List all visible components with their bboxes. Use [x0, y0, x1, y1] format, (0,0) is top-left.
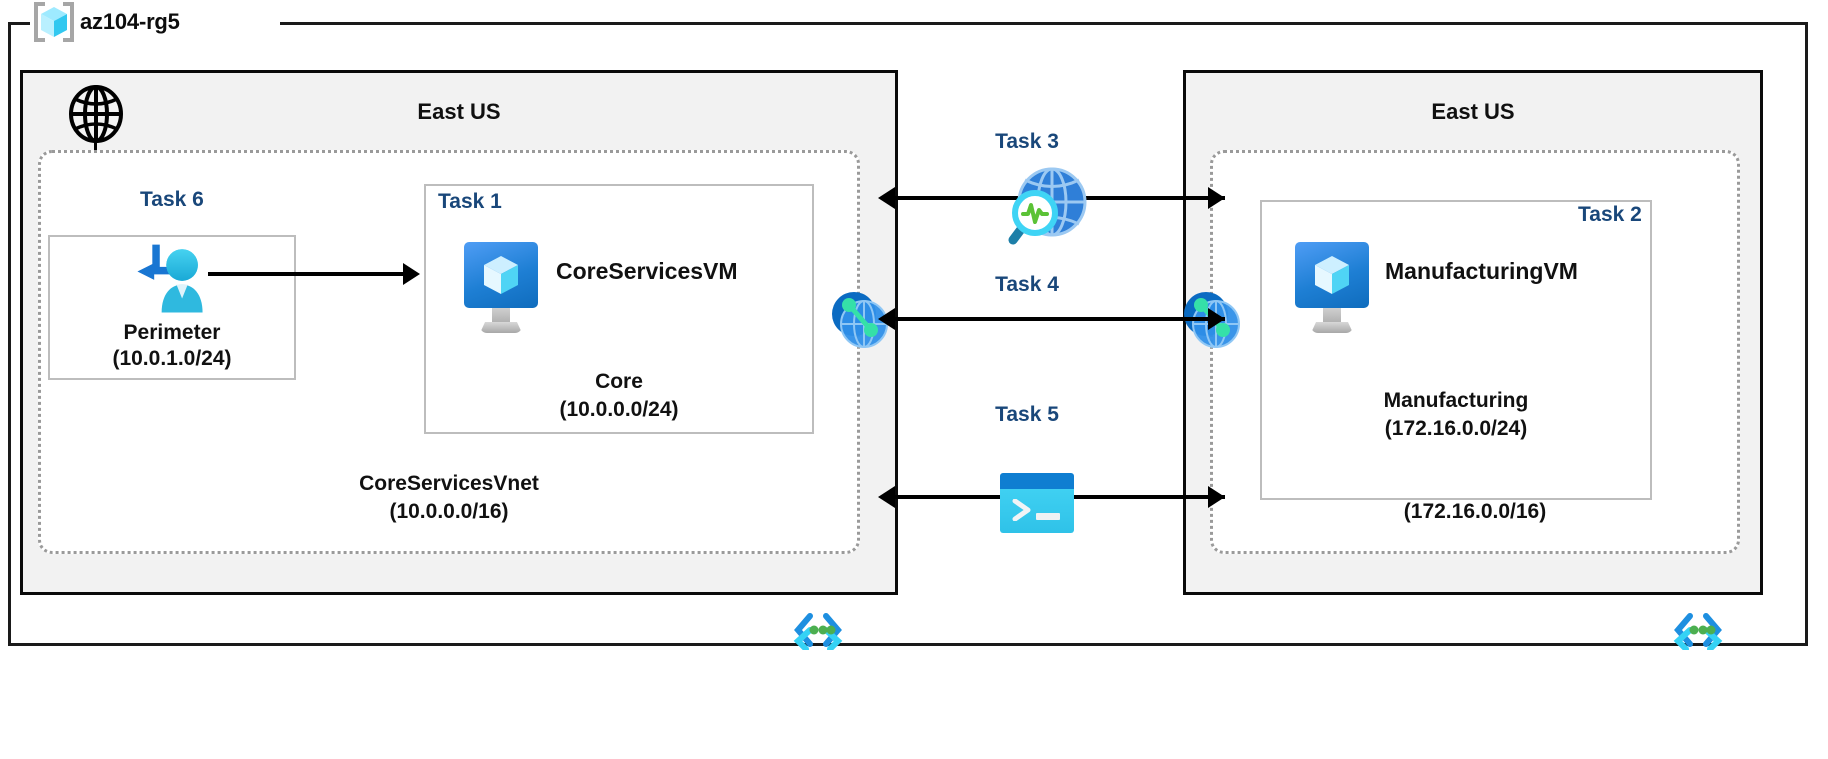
virtual-machine-icon-manufacturing: [1295, 242, 1369, 334]
cloud-shell-prompt-chevron: [1012, 499, 1031, 521]
resource-group-name: az104-rg5: [80, 9, 180, 34]
perimeter-to-core-arrowhead: [403, 263, 420, 285]
perimeter-to-core-line: [208, 272, 408, 276]
task3-arrowhead-right: [1208, 187, 1225, 209]
subnet-perimeter-cidr: (10.0.1.0/24): [112, 347, 232, 370]
task-label-2: Task 2: [1578, 203, 1642, 226]
vm-stand-base: [480, 322, 522, 333]
subnet-core: Core (10.0.0.0/24): [424, 184, 814, 434]
subnet-manufacturing-name: Manufacturing: [1383, 389, 1529, 412]
region-left-title: East US: [417, 99, 501, 124]
vm-stand-neck: [492, 308, 510, 322]
network-watcher-icon: [1008, 167, 1087, 245]
vnet-coreservices-cidr: (10.0.0.0/16): [389, 500, 509, 523]
subnet-perimeter-name: Perimeter: [123, 321, 221, 344]
subnet-manufacturing-cidr: (172.16.0.0/24): [1384, 417, 1528, 440]
region-right-title: East US: [1431, 99, 1515, 124]
virtual-machine-icon-core: [464, 242, 538, 334]
subnet-code-brackets-icon: [793, 613, 843, 650]
cloud-shell-prompt-underscore: [1036, 513, 1060, 520]
task-label-1: Task 1: [438, 190, 502, 213]
vnet-coreservices-name: CoreServicesVnet: [359, 472, 539, 495]
resource-group-title: az104-rg5: [34, 2, 188, 42]
user-login-icon: [137, 244, 203, 313]
task4-connector-line: [895, 317, 1225, 321]
cloud-shell-titlebar: [1000, 473, 1074, 489]
center-task-label-3: Task 3: [995, 130, 1059, 153]
bracket-right: [63, 2, 74, 42]
task4-arrowhead-right: [1208, 308, 1225, 330]
bracket-left: [34, 2, 45, 42]
vnet-manufacturing-cidr: (172.16.0.0/16): [1403, 500, 1547, 523]
cloud-shell-icon: [1000, 473, 1074, 533]
subnet-core-name: Core: [595, 370, 643, 393]
vm-name-coreservices: CoreServicesVM: [556, 258, 738, 284]
resource-group-frame: [8, 22, 1808, 646]
center-task-label-4: Task 4: [995, 273, 1059, 296]
subnet-code-brackets-icon-right: [1673, 613, 1723, 650]
center-task-label-5: Task 5: [995, 403, 1059, 426]
task5-arrowhead-right: [1208, 486, 1225, 508]
vm-name-manufacturing: ManufacturingVM: [1385, 258, 1578, 284]
task-label-6: Task 6: [140, 188, 204, 211]
subnet-core-cidr: (10.0.0.0/24): [559, 398, 679, 421]
task4-arrowhead-left: [878, 308, 895, 330]
vm-stand-neck: [1323, 308, 1341, 322]
internet-globe-icon: [69, 85, 123, 143]
cloud-shell-body: [1000, 489, 1074, 533]
task3-arrowhead-left: [878, 187, 895, 209]
task5-arrowhead-left: [878, 486, 895, 508]
resource-group-cube-icon: [34, 0, 74, 44]
vnet-peering-icon-left: [832, 292, 888, 348]
vm-stand-base: [1311, 322, 1353, 333]
